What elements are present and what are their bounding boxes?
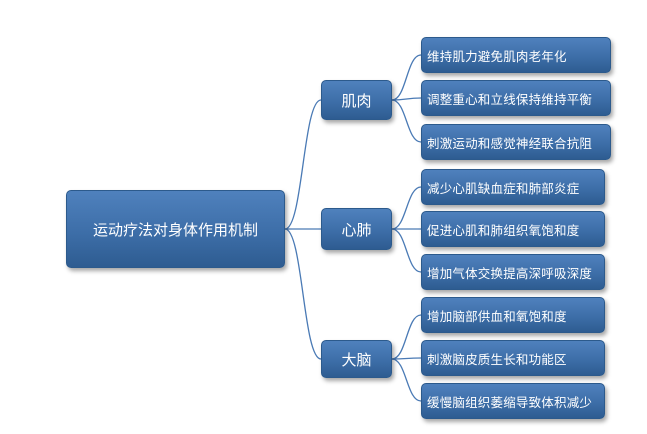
leaf-node-muscle-2: 调整重心和立线保持维持平衡 [421, 80, 611, 116]
connector-branch-node-brain-to-leaf-node-brain-2 [391, 357, 422, 360]
branch-node-brain: 大脑 [321, 340, 392, 378]
leaf-node-cardio-1: 减少心肌缺血症和肺部炎症 [421, 169, 605, 205]
connector-root-to-branch-node-muscle [284, 99, 322, 230]
leaf-node-muscle-1: 维持肌力避免肌肉老年化 [421, 37, 611, 73]
connector-branch-node-muscle-to-leaf-node-muscle-2 [391, 97, 422, 101]
connector-branch-node-brain-to-leaf-node-brain-3 [391, 358, 422, 402]
connector-branch-node-muscle-to-leaf-node-muscle-1 [391, 54, 422, 101]
leaf-node-muscle-3: 刺激运动和感觉神经联合抗阻 [421, 124, 611, 160]
connector-branch-node-brain-to-leaf-node-brain-1 [391, 314, 422, 360]
root-node: 运动疗法对身体作用机制 [66, 190, 285, 268]
branch-node-muscle: 肌肉 [321, 80, 392, 120]
leaf-node-brain-3: 缓慢脑组织萎缩导致体积减少 [421, 383, 605, 419]
connector-branch-node-cardiopulmonary-to-leaf-node-cardio-3 [391, 228, 422, 273]
connector-branch-node-cardiopulmonary-to-leaf-node-cardio-1 [391, 186, 422, 230]
connector-branch-node-muscle-to-leaf-node-muscle-3 [391, 99, 422, 143]
leaf-node-cardio-2: 促进心肌和肺组织氧饱和度 [421, 211, 605, 247]
connector-root-to-branch-node-brain [284, 228, 322, 360]
branch-node-cardiopulmonary: 心肺 [321, 208, 392, 250]
leaf-node-brain-2: 刺激脑皮质生长和功能区 [421, 340, 605, 376]
leaf-node-cardio-3: 增加气体交换提高深呼吸深度 [421, 254, 605, 290]
leaf-node-brain-1: 增加脑部供血和氧饱和度 [421, 297, 605, 333]
